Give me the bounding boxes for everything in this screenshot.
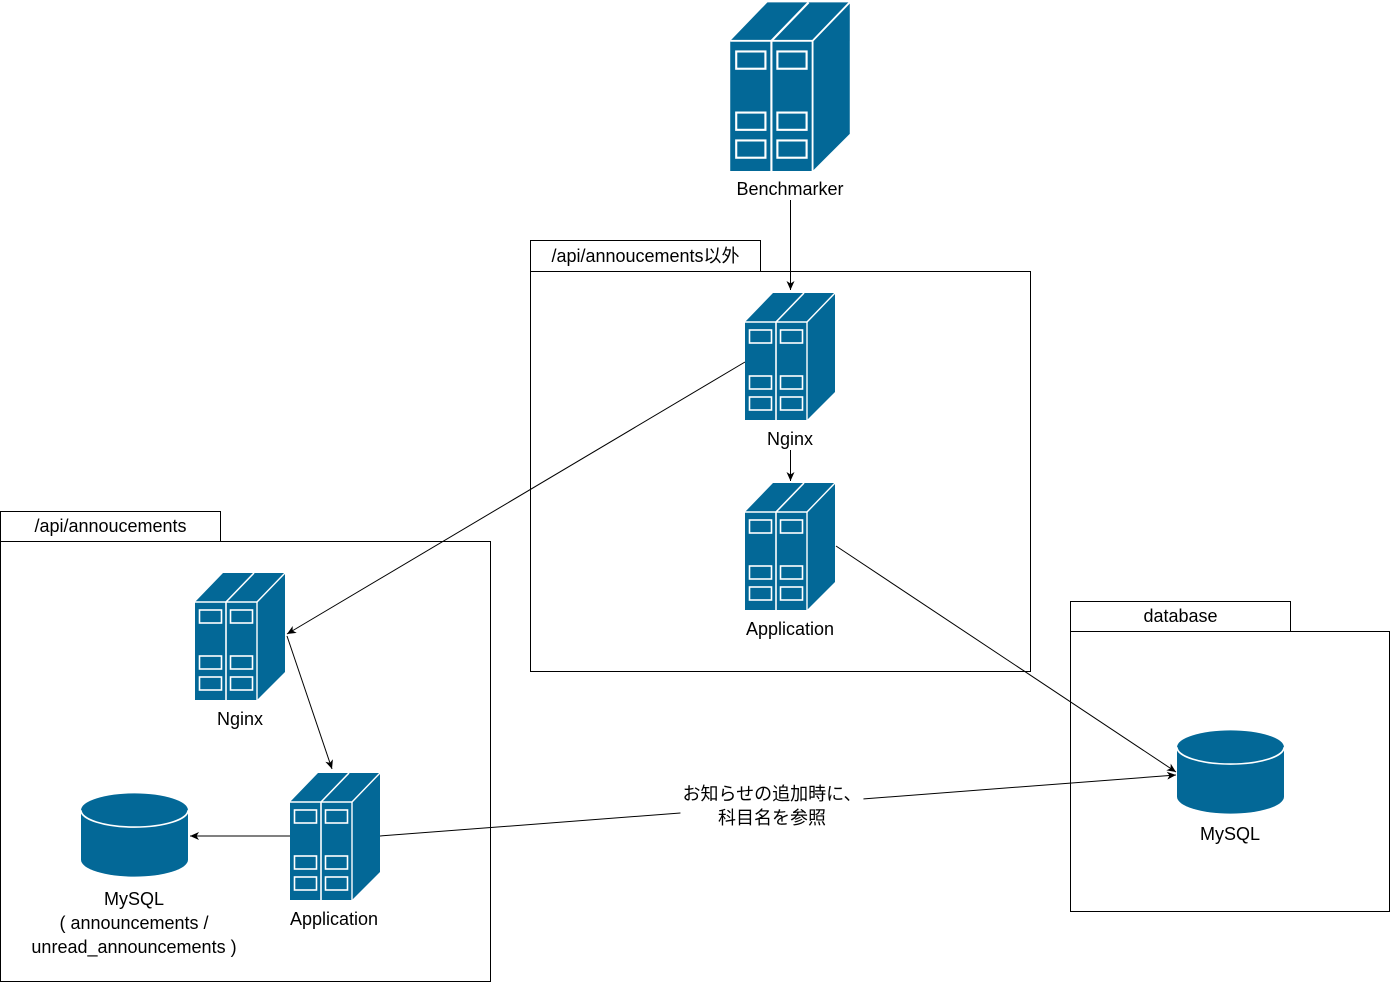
edge-application-to-database-mysql: [835, 545, 1177, 773]
announcements-mysql-label-line: MySQL: [103, 889, 164, 909]
container-tab: [0, 511, 221, 542]
edge-nginx-to-announcements-nginx: [286, 361, 746, 635]
container-title-database: database: [1143, 606, 1218, 626]
benchmarker-label: Benchmarker: [736, 178, 844, 200]
announcements-nginx-server-icon: [195, 572, 285, 700]
container-title-non-announcements: /api/annoucements以外: [551, 246, 740, 266]
announcements-application-label: Application: [289, 909, 379, 929]
announcements-nginx-label: Nginx: [216, 709, 264, 729]
database-mysql-label: MySQL: [1199, 824, 1261, 844]
edge-label-line: お知らせの追加時に、: [682, 784, 862, 804]
announcements-application-server-icon: [290, 772, 380, 900]
benchmarker-server-icon: [730, 1, 850, 171]
announcements-mysql-database-icon: [81, 792, 188, 878]
nginx-server-icon: [745, 292, 835, 420]
nginx-label: Nginx: [766, 428, 814, 450]
application-server-icon: [745, 482, 835, 610]
edge-announcements-nginx-to-application: [286, 635, 333, 770]
edge-label-course-name-lookup: お知らせの追加時に、 科目名を参照: [680, 782, 864, 830]
container-title-announcements: /api/annoucements: [34, 516, 187, 536]
container-announcements: [0, 511, 491, 982]
database-mysql-database-icon: [1177, 729, 1284, 815]
edge-label-line: 科目名を参照: [717, 808, 826, 828]
announcements-mysql-label-line: unread_announcements ): [31, 937, 237, 957]
container-tab: [530, 240, 761, 272]
announcements-mysql-label-line: ( announcements /: [59, 913, 209, 933]
application-label: Application: [745, 619, 835, 639]
announcements-mysql-label: MySQL ( announcements / unread_announcem…: [31, 887, 236, 959]
